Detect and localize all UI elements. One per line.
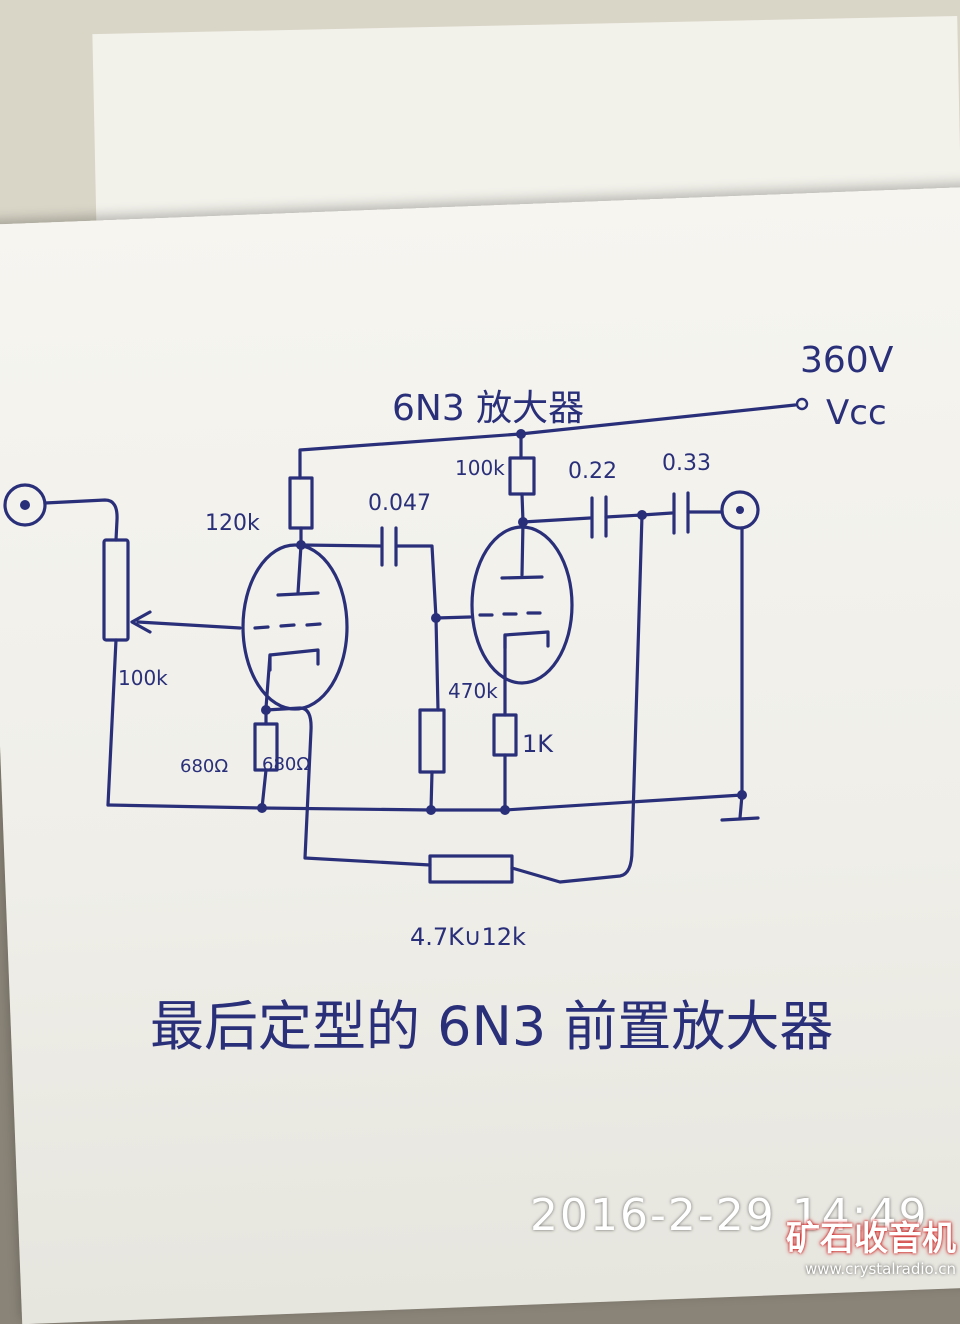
- plate-resistor-1-label: 120k: [205, 511, 260, 536]
- vacuum-tube-1: [241, 543, 349, 711]
- grid-resistor-2-label: 470k: [448, 679, 498, 703]
- volume-potentiometer: [102, 538, 242, 807]
- watermark-name: 矿石收音机: [786, 1219, 956, 1259]
- vacuum-tube-2: [434, 520, 574, 717]
- output-capacitor-2-label: 0.33: [662, 451, 711, 476]
- cathode-resistor-2-label: 1K: [522, 730, 554, 758]
- output-jack-icon: [720, 490, 760, 797]
- output-capacitor-1-label: 0.22: [568, 459, 617, 484]
- feedback-wire-cathode: [264, 706, 432, 867]
- photo-timestamp: 2016-2-29 14:49: [530, 1190, 929, 1241]
- cathode-resistor-1a-label: 680Ω: [180, 756, 228, 777]
- output-capacitor-2: [640, 491, 724, 535]
- input-jack-icon: [3, 483, 47, 527]
- cathode-resistor-2: [492, 713, 518, 812]
- grid-resistor-2: [418, 616, 446, 812]
- feedback-resistor-label: 4.7K∪12k: [410, 923, 526, 951]
- ground-symbol-icon: [720, 816, 760, 822]
- pot-value-label: 100k: [118, 666, 168, 690]
- watermark-url: www.crystalradio.cn: [804, 1260, 956, 1278]
- ground-rail: [106, 790, 747, 820]
- plate-resistor-2: [508, 432, 536, 527]
- coupling-capacitor-label: 0.047: [368, 491, 431, 516]
- plate-resistor-2-label: 100k: [455, 456, 505, 480]
- coupling-capacitor: [299, 526, 441, 623]
- input-wire: [43, 498, 119, 542]
- vcc-label: Vcc: [826, 393, 887, 433]
- output-capacitor-1: [521, 495, 644, 539]
- watermark: 矿石收音机 www.crystalradio.cn: [786, 1222, 956, 1277]
- plate-resistor-1: [288, 476, 314, 550]
- diagram-caption: 最后定型的 6N3 前置放大器: [150, 995, 833, 1058]
- cathode-resistor-1b-label: 680Ω: [262, 754, 310, 775]
- diagram-title: 6N3 放大器: [392, 388, 584, 429]
- schematic-drawing: 6N3 放大器 360V Vcc 100k 120k: [3, 340, 894, 1058]
- supply-voltage-label: 360V: [800, 340, 894, 381]
